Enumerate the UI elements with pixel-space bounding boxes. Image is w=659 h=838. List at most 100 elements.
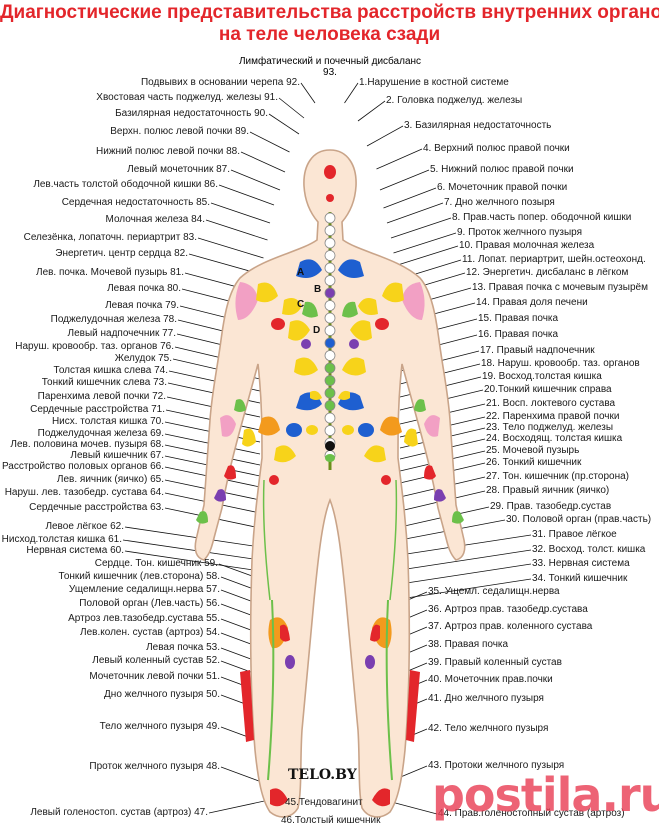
- callout-label: Поджелудочная железа 78.: [50, 314, 177, 325]
- spine-letter-b: B: [314, 284, 321, 295]
- zone-left-green-1: [302, 301, 318, 318]
- callout-label: Паренхима левой почки 72.: [37, 391, 166, 402]
- callout-label: 1.Нарушение в костной системе: [359, 77, 509, 88]
- callout-label: 35. Ущемл. седалищн.нерва: [428, 586, 560, 597]
- callout-label: 24. Восходящ. толстая кишка: [486, 433, 623, 444]
- callout-label: 32. Восход. толст. кишка: [532, 544, 646, 555]
- spine-letters: A B C D: [297, 267, 321, 336]
- leader-line: [230, 169, 281, 191]
- callout-label: 4. Верхний полюс правой почки: [423, 143, 570, 154]
- callout-label: Наруш. лев. тазобедр. сустава 64.: [4, 487, 164, 498]
- zone-right-mid-yellow: [350, 320, 372, 341]
- zone-left-arm-green: [234, 399, 246, 412]
- leader-line: [208, 799, 270, 814]
- zone-right-ankle-red: [372, 788, 390, 807]
- callout-label: Хвостовая часть поджелуд. железы 91.: [96, 92, 278, 103]
- vertebra: [324, 375, 336, 386]
- callout-label: 19. Восход.толстая кишка: [482, 371, 602, 382]
- callout-label: 37. Артроз прав. коленного сустава: [428, 621, 593, 632]
- callout-label: Проток желчного пузыря 48.: [89, 761, 220, 772]
- callout-label: Желудок 75.: [114, 353, 172, 364]
- zone-left-shoulder-blue: [296, 259, 322, 278]
- callout-label: 46.Толстый кишечник: [281, 815, 381, 826]
- callout-label: 5. Нижний полюс правой почки: [430, 164, 574, 175]
- vertebra-dot-black: [325, 441, 335, 451]
- callout-label: Сердечные расстройства 63.: [29, 502, 164, 513]
- vertebra: [324, 212, 336, 224]
- leader-line: [399, 563, 532, 585]
- zone-left-thigh-green-line: [262, 479, 271, 601]
- zone-left-small-yellow: [310, 390, 322, 400]
- vertebra: [324, 287, 336, 299]
- zone-left-ovary-red: [269, 475, 279, 485]
- callout-label: Лев. половина мочев. пузыря 68.: [10, 439, 164, 450]
- zone-right-calf-red: [406, 670, 420, 742]
- callout-label: Левый коленный сустав 52.: [92, 655, 220, 666]
- callout-label: Левая почка 53.: [146, 642, 220, 653]
- callout-label: Лев. яичник (яичко) 65.: [56, 474, 164, 485]
- leader-line: [366, 125, 404, 147]
- zone-right-green-1: [342, 301, 358, 318]
- callout-label: Нисход.толстая кишка 61.: [1, 534, 122, 545]
- title-line-1: Диагностические представительства расстр…: [0, 2, 659, 23]
- leader-line: [240, 151, 286, 173]
- callout-label: Левая почка 80.: [107, 283, 181, 294]
- leader-line: [390, 217, 452, 239]
- zone-right-deltoid-pink: [402, 282, 425, 320]
- callout-label: Ущемление седалищн.нерва 57.: [68, 584, 220, 595]
- callout-label: Толстая кишка слева 74.: [53, 365, 168, 376]
- zone-right-scapula-yellow: [358, 298, 378, 315]
- zone-right-ovary-red: [381, 475, 391, 485]
- leader-line: [379, 169, 430, 191]
- callout-label: 39. Правый коленный сустав: [428, 657, 562, 668]
- callout-label: Лев.колен. сустав (артроз) 54.: [80, 627, 220, 638]
- callout-label: Лев. почка. Мочевой пузырь 81.: [36, 267, 184, 278]
- vertebra: [324, 400, 336, 411]
- leader-line: [124, 550, 261, 572]
- callout-label: 42. Тело желчного пузыря: [428, 723, 549, 734]
- callout-label: Лев.часть толстой ободочной кишки 86.: [33, 179, 218, 190]
- callout-label: 28. Правый яичник (яичко): [486, 485, 610, 496]
- callout-label: Энергетич. центр сердца 82.: [55, 248, 188, 259]
- zone-right-purple: [349, 339, 359, 349]
- zone-left-knee-red: [280, 624, 290, 642]
- zone-right-leg-green-line: [385, 599, 393, 781]
- zone-right-shoulder-blue: [338, 259, 364, 278]
- zone-head-top: [324, 165, 336, 179]
- callout-label: 34. Тонкий кишечник: [532, 573, 628, 584]
- vertebra: [324, 412, 336, 424]
- callout-label: Мочеточник левой почки 51.: [89, 671, 220, 682]
- zone-left-kidney-yellow: [294, 357, 318, 376]
- vertebra: [324, 312, 336, 324]
- callout-label: 15. Правая почка: [478, 313, 559, 324]
- zone-right-finger-green: [452, 511, 464, 524]
- top-label-text: Лимфатический и почечный дисбаланс: [238, 56, 422, 67]
- callout-label: 41. Дно желчного пузыря: [428, 693, 544, 704]
- zone-left-purple: [301, 339, 311, 349]
- zone-right-upper-yellow: [382, 282, 404, 303]
- leader-line: [249, 131, 290, 153]
- callout-label: 29. Прав. тазобедр.сустав: [490, 501, 612, 512]
- leader-line: [394, 245, 459, 267]
- page-title: Диагностические представительства расстр…: [0, 2, 659, 46]
- leader-line: [383, 187, 437, 209]
- zone-left-elbow-pink: [220, 415, 236, 437]
- zone-right-knee-red: [370, 624, 380, 642]
- leader-line: [344, 82, 359, 104]
- zone-left-deltoid-pink: [235, 282, 258, 320]
- callout-label: Половой орган (Лев.часть) 56.: [79, 598, 220, 609]
- callout-label: Левый мочеточник 87.: [127, 164, 230, 175]
- callout-label: 30. Половой орган (прав.часть): [506, 514, 652, 525]
- leader-line: [399, 578, 532, 600]
- leader-line: [124, 526, 261, 548]
- zone-right-wrist-red: [424, 465, 436, 480]
- zone-left-shin-purple: [285, 655, 295, 669]
- callout-label: 38. Правая почка: [428, 639, 509, 650]
- zone-left-calf-red: [240, 670, 254, 742]
- callout-label: 33. Нервная система: [532, 558, 630, 569]
- callout-label: Дно желчного пузыря 50.: [104, 689, 220, 700]
- spine-letter-a: A: [297, 267, 304, 278]
- zone-right-forearm-yellow: [404, 428, 418, 447]
- leader-line: [300, 82, 316, 104]
- callout-label: Нервная система 60.: [26, 545, 124, 556]
